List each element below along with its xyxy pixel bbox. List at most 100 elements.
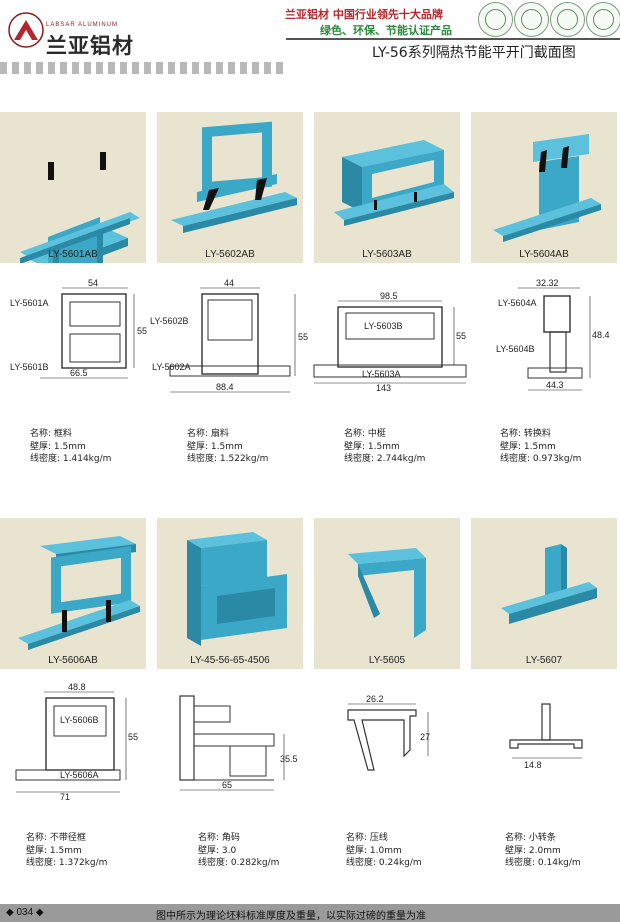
dimension-label: 26.2 (366, 694, 384, 704)
dimension-label: 32.32 (536, 278, 559, 288)
profile-label: LY-5606AB (48, 655, 98, 666)
spec-thickness: 1.5mm (523, 441, 556, 452)
spec-thickness: 2.0mm (528, 845, 561, 856)
cross-section-drawing: 35.5 65 (179, 695, 298, 791)
footer-note: 图中所示为理论坯料标准厚度及重量，以实际过磅的重量为准 (156, 911, 426, 922)
dimension-label: 98.5 (380, 291, 398, 301)
dimension-label: 88.4 (216, 382, 234, 392)
cross-section-drawing: 14.8 (509, 703, 583, 770)
spec-block: 名称: 压线 壁厚: 1.0mm 线密度: 0.24kg/m (346, 833, 422, 868)
spec-block: 名称: 角码 壁厚: 3.0 线密度: 0.282kg/m (198, 833, 280, 868)
spec-name: 角码 (221, 833, 240, 843)
spec-block: 名称: 不带径框 壁厚: 1.5mm 线密度: 1.372kg/m (26, 833, 108, 868)
dimension-label: 14.8 (524, 760, 542, 770)
dimension-label: 48.8 (68, 682, 86, 692)
page-title: LY-56系列隔热节能平开门截面图 (372, 45, 576, 61)
spec-density: 0.24kg/m (378, 858, 422, 868)
dimension-label: 55 (137, 326, 147, 336)
profile-panel: LY-5607 (471, 518, 617, 669)
cross-section-drawing: 54 55 66.5 LY-5601A LY-5601B (10, 278, 147, 379)
part-tag: LY-5601A (10, 298, 49, 308)
profile-3d-icon (334, 140, 454, 226)
spec-thickness: 1.0mm (369, 845, 402, 856)
certification-seal-icon (514, 2, 549, 37)
dimension-label: 55 (298, 332, 308, 342)
profile-3d-icon (501, 544, 597, 624)
certification-seal-icon (478, 2, 513, 37)
profile-label: LY-5602AB (205, 249, 255, 260)
page-header: LABSAR ALUMINUM 兰亚铝材 兰亚铝材 中国行业领先十大品牌 绿色、… (0, 0, 620, 70)
spec-name: 压线 (369, 833, 388, 843)
spec-thickness: 3.0 (221, 845, 237, 856)
brand-name-en: LABSAR ALUMINUM (46, 22, 119, 28)
profile-3d-icon (20, 152, 140, 263)
profile-label: LY-5603AB (362, 249, 412, 260)
slogan-line-1: 兰亚铝材 中国行业领先十大品牌 (285, 8, 443, 21)
cross-section-drawing: 26.2 27 (347, 694, 430, 771)
spec-thickness: 1.5mm (53, 441, 86, 452)
part-tag: LY-5602B (150, 316, 189, 326)
spec-density: 2.744kg/m (376, 454, 426, 464)
spec-name: 转换料 (523, 429, 551, 439)
spec-thickness: 1.5mm (367, 441, 400, 452)
spec-block: 名称: 框料 壁厚: 1.5mm 线密度: 1.414kg/m (30, 429, 112, 464)
part-tag: LY-5602A (152, 362, 191, 372)
profile-label: LY-5605 (368, 655, 406, 666)
profile-3d-icon (493, 134, 601, 242)
spec-thickness: 1.5mm (49, 845, 82, 856)
dimension-label: 65 (222, 780, 232, 790)
profile-panel: LY-5602AB (157, 112, 303, 263)
spec-block: 名称: 扇料 壁厚: 1.5mm 线密度: 1.522kg/m (187, 429, 269, 464)
part-tag: LY-5604A (498, 298, 537, 308)
part-tag: LY-5606B (60, 715, 99, 725)
header-stripe-band (0, 62, 286, 74)
profile-panel: LY-45-56-65-4506 (157, 518, 303, 669)
spec-density: 0.973kg/m (532, 454, 582, 464)
cross-section-drawing: 44 55 88.4 LY-5602B LY-5602A (150, 278, 308, 393)
cross-section-drawing: 48.8 55 71 LY-5606B LY-5606A (15, 682, 138, 802)
part-tag: LY-5603B (364, 321, 403, 331)
profile-label: LY-5601AB (48, 249, 98, 260)
spec-name: 扇料 (210, 429, 229, 439)
dimension-label: 54 (88, 278, 98, 288)
profile-label: LY-45-56-65-4506 (190, 655, 270, 666)
spec-block: 名称: 中梃 壁厚: 1.5mm 线密度: 2.744kg/m (344, 429, 426, 464)
profile-panel: LY-5606AB (0, 518, 146, 669)
profile-3d-icon (187, 532, 287, 646)
spec-name: 中梃 (367, 429, 386, 439)
dimension-label: 27 (420, 732, 430, 742)
brand-name-cn: 兰亚铝材 (46, 34, 134, 58)
dimension-label: 66.5 (70, 368, 88, 378)
part-tag: LY-5606A (60, 770, 99, 780)
dimension-label: 48.4 (592, 330, 610, 340)
spec-name: 不带径框 (49, 833, 86, 843)
spec-thickness: 1.5mm (210, 441, 243, 452)
spec-density: 1.414kg/m (62, 454, 112, 464)
part-tag: LY-5601B (10, 362, 49, 372)
dimension-label: 71 (60, 792, 70, 802)
certification-seal-icon (586, 2, 620, 37)
profile-label: LY-5607 (525, 655, 563, 666)
spec-density: 1.372kg/m (58, 858, 108, 868)
spec-name: 框料 (53, 429, 72, 439)
dimension-label: 44 (224, 278, 234, 288)
profile-3d-icon (348, 548, 426, 638)
header-divider (286, 38, 620, 40)
cross-section-drawing: 98.5 55 143 LY-5603B LY-5603A (313, 291, 467, 393)
profile-panel: LY-5604AB (471, 112, 617, 263)
spec-block: 名称: 转换料 壁厚: 1.5mm 线密度: 0.973kg/m (500, 429, 582, 464)
profile-panel: LY-5601AB (0, 112, 146, 263)
spec-name: 小转条 (528, 833, 556, 843)
page-footer: ◆ 034 ◆ 图中所示为理论坯料标准厚度及重量，以实际过磅的重量为准 (0, 904, 620, 922)
brand-logo-icon (8, 12, 44, 48)
spec-density: 0.282kg/m (230, 858, 280, 868)
profile-3d-icon (171, 121, 297, 233)
dimension-label: 143 (376, 383, 391, 393)
profile-3d-icon (18, 536, 140, 650)
dimension-label: 44.3 (546, 380, 564, 390)
spec-density: 0.14kg/m (537, 858, 581, 868)
dimension-label: 35.5 (280, 754, 298, 764)
part-tag: LY-5604B (496, 344, 535, 354)
spec-block: 名称: 小转条 壁厚: 2.0mm 线密度: 0.14kg/m (505, 833, 581, 868)
profile-label: LY-5604AB (519, 249, 569, 260)
